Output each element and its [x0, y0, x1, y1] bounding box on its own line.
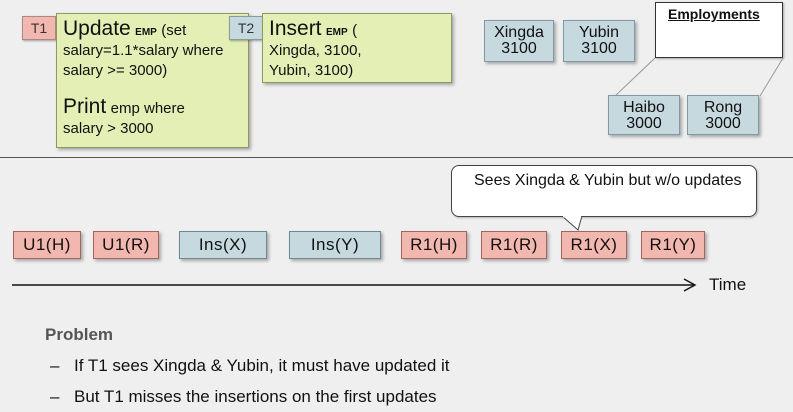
t1-print-keyword: Print: [63, 95, 107, 118]
t2-statement-box: Insert emp ( Xingda, 3100, Yubin, 3100): [262, 13, 452, 83]
op-r1-r: R1(R): [481, 231, 547, 259]
bullet-text: If T1 sees Xingda & Yubin, it must have …: [74, 356, 450, 375]
tuple-name: Rong: [703, 99, 743, 116]
t2-table: emp: [325, 22, 348, 38]
connector-right: [759, 57, 784, 97]
op-r1-y: R1(Y): [641, 231, 705, 259]
t1-keyword: Update: [63, 17, 131, 40]
tuple-value: 3000: [626, 115, 662, 132]
t1-print-line: salary > 3000: [63, 120, 154, 137]
time-arrow: [12, 278, 697, 292]
op-r1-x: R1(X): [561, 231, 627, 259]
t2-line-2: Yubin, 3100): [269, 62, 354, 79]
section-divider: [0, 157, 793, 158]
tuple-value: 3000: [705, 115, 741, 132]
tuple-value: 3100: [581, 40, 617, 57]
bullet-text: But T1 misses the insertions on the firs…: [74, 387, 437, 406]
tuple-value: 3100: [501, 40, 537, 57]
bullet-dash: –: [50, 356, 60, 375]
t1-tail: (set: [161, 22, 187, 39]
t1-statement-box: Update emp (set salary=1.1*salary where …: [56, 13, 249, 148]
t1-line-1: salary=1.1*salary where: [63, 42, 224, 59]
connector-lines: [614, 57, 784, 97]
problem-bullet-1: –If T1 sees Xingda & Yubin, it must have…: [50, 356, 450, 376]
t2-tag: T2: [229, 16, 263, 40]
t1-print-rest: emp where: [110, 100, 185, 117]
problem-bullet-2: –But T1 misses the insertions on the fir…: [50, 387, 437, 407]
t2-keyword: Insert: [269, 17, 322, 40]
tuple-name: Xingda: [494, 24, 544, 41]
bullet-dash: –: [50, 387, 60, 406]
t1-line-2: salary >= 3000): [63, 62, 168, 79]
tuple-xingda: Xingda 3100: [484, 20, 554, 62]
problem-title: Problem: [45, 325, 114, 344]
tuple-rong: Rong 3000: [687, 95, 759, 135]
tuple-haibo: Haibo 3000: [608, 95, 680, 135]
callout-bubble: Sees Xingda & Yubin but w/o updates: [451, 165, 757, 217]
t2-tail: (: [352, 22, 358, 39]
connector-left: [614, 57, 656, 97]
t1-tag: T1: [22, 16, 56, 40]
t2-line-1: Xingda, 3100,: [269, 42, 362, 59]
op-r1-h: R1(H): [401, 231, 467, 259]
employments-table-box: Employments: [655, 2, 783, 58]
op-ins-y: Ins(Y): [289, 231, 381, 259]
employments-label: Employments: [668, 6, 760, 22]
tuple-name: Haibo: [623, 99, 665, 116]
t1-table: emp: [135, 22, 157, 38]
callout-pointer: [561, 216, 583, 231]
op-ins-x: Ins(X): [179, 231, 267, 259]
time-label: Time: [709, 275, 747, 294]
op-u1-h: U1(H): [13, 231, 81, 259]
callout-text: Sees Xingda & Yubin but w/o updates: [474, 172, 742, 189]
tuple-name: Yubin: [578, 24, 620, 41]
op-u1-r: U1(R): [93, 231, 159, 259]
tuple-yubin: Yubin 3100: [563, 20, 635, 62]
